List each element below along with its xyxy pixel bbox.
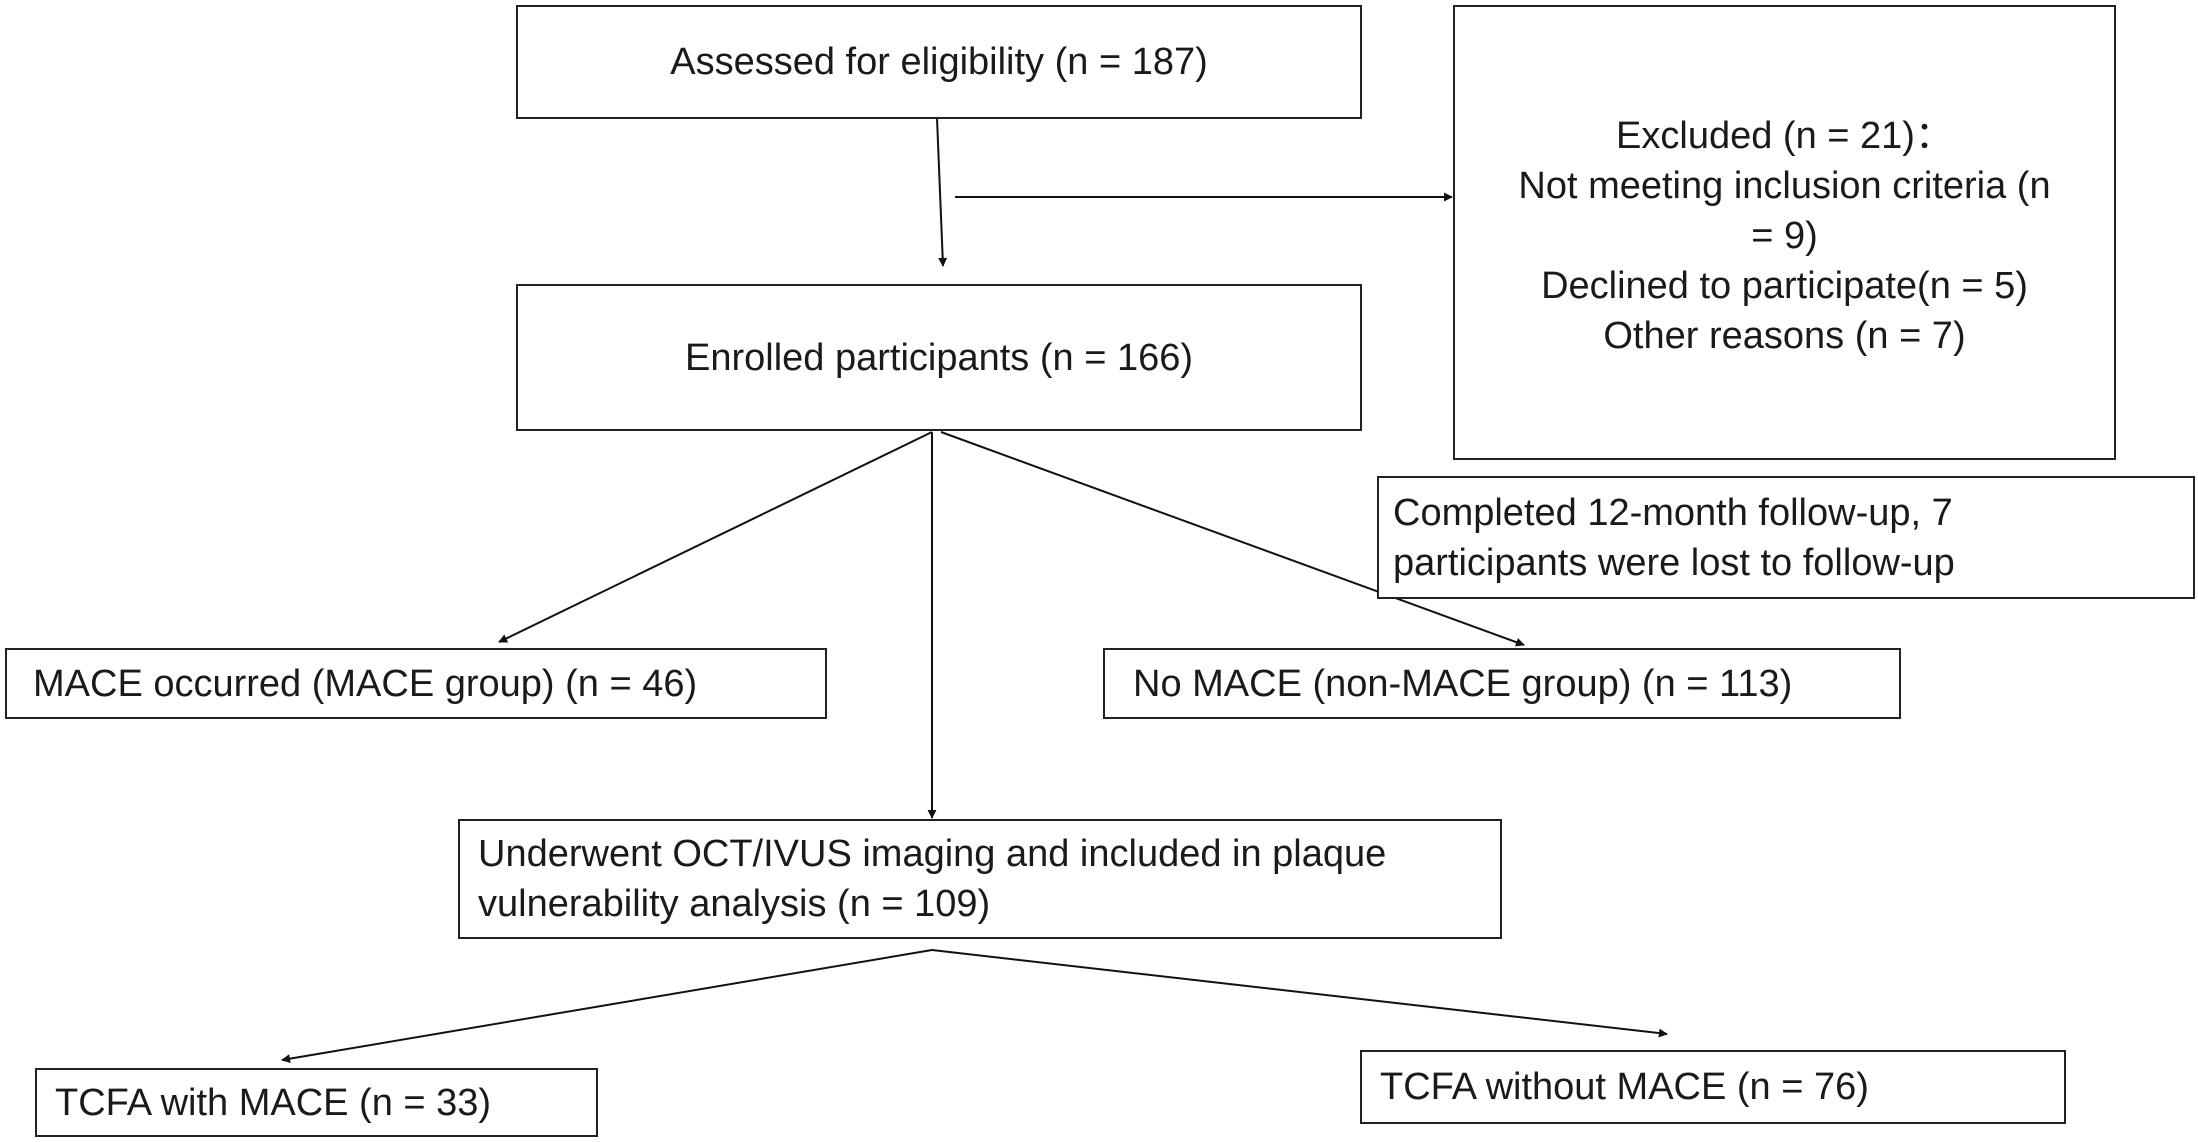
assessed-box: Assessed for eligibility (n = 187) (516, 5, 1362, 119)
followup-box: Completed 12-month follow-up, 7 particip… (1377, 476, 2195, 599)
arrow-enrolled-to-mace (498, 431, 933, 643)
mace-group-box: MACE occurred (MACE group) (n = 46) (5, 648, 827, 719)
excluded-line: Other reasons (n = 7) (1603, 314, 1966, 357)
tcfa-without-mace-text: TCFA without MACE (n = 76) (1380, 1066, 1869, 1108)
arrow-assessed-to-enrolled (936, 117, 948, 267)
tcfa-without-mace-box: TCFA without MACE (n = 76) (1360, 1050, 2066, 1124)
tcfa-with-mace-box: TCFA with MACE (n = 33) (35, 1068, 598, 1137)
mace-group-text: MACE occurred (MACE group) (n = 46) (33, 662, 698, 705)
followup-line: participants were lost to follow-up (1393, 541, 1955, 584)
arrow-enrolled-to-non-mace (940, 431, 1525, 647)
excluded-line: Not meeting inclusion criteria (n (1518, 164, 2051, 207)
imaging-box: Underwent OCT/IVUS imaging and included … (458, 819, 1502, 939)
enrolled-text: Enrolled participants (n = 166) (684, 336, 1193, 379)
excluded-line: = 9) (1751, 214, 1818, 257)
tcfa-with-mace-text: TCFA with MACE (n = 33) (55, 1081, 492, 1124)
excluded-box: Excluded (n = 21)： Not meeting inclusion… (1453, 5, 2116, 460)
imaging-line: Underwent OCT/IVUS imaging and included … (478, 833, 1387, 875)
non-mace-group-box: No MACE (non-MACE group) (n = 113) (1103, 648, 1901, 719)
enrolled-box: Enrolled participants (n = 166) (516, 284, 1362, 431)
excluded-line: Declined to participate(n = 5) (1541, 264, 2028, 307)
followup-line: Completed 12-month follow-up, 7 (1393, 491, 1953, 534)
assessed-text: Assessed for eligibility (n = 187) (670, 41, 1208, 83)
excluded-line: Excluded (n = 21)： (1616, 114, 1953, 157)
non-mace-group-text: No MACE (non-MACE group) (n = 113) (1133, 662, 1793, 705)
arrow-imaging-to-tcfa-mace (281, 949, 933, 1064)
arrow-imaging-to-tcfa-no-mace (931, 949, 1668, 1038)
imaging-line: vulnerability analysis (n = 109) (478, 883, 991, 925)
